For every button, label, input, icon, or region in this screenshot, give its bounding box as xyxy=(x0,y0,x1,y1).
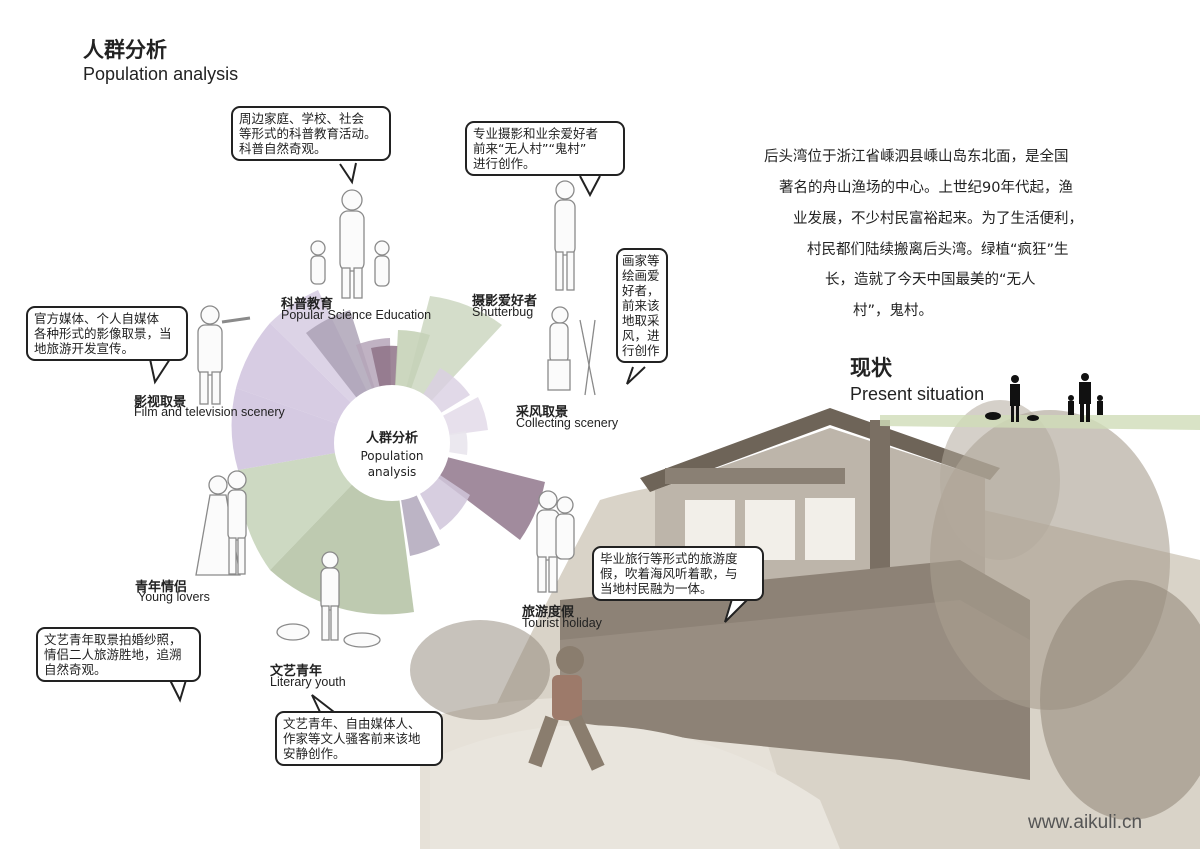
bubble-line: 风，进 xyxy=(622,328,660,343)
description-line-6: 村”，鬼村。 xyxy=(853,303,934,319)
label-science-en: Popular Science Education xyxy=(281,308,432,322)
center-title-cn: 人群分析 xyxy=(365,431,418,446)
description-line-2: 著名的舟山渔场的中心。上世纪90年代起，渔 xyxy=(779,180,1073,196)
description-line-1: 后头湾位于浙江省嵊泗县嵊山岛东北面，是全国 xyxy=(764,149,1069,165)
label-tourist-cn: 旅游度假 xyxy=(522,605,575,620)
bubble-collect: 画家等 绘画爱 好者， 前来该 地取采 风，进 行创作 xyxy=(616,248,668,363)
running-child-figure xyxy=(528,646,605,771)
rose-center-label: 人群分析 Population analysis xyxy=(340,427,444,479)
label-literary-cn: 文艺青年 xyxy=(270,664,323,679)
rose-chart xyxy=(231,290,545,615)
bubble-film: 官方媒体、个人自媒体 各种形式的影像取景，当 地旅游开发宣传。 xyxy=(26,306,188,361)
bubble-line: 等形式的科普教育活动。 xyxy=(239,126,377,141)
bubble-lovers: 文艺青年取景拍婚纱照， 情侣二人旅游胜地，追溯 自然奇观。 xyxy=(36,627,201,682)
bubble-line: 假，吹着海风听着歌，与 xyxy=(600,566,738,581)
bubble-line: 行创作 xyxy=(622,343,660,358)
label-film-en: Film and television scenery xyxy=(134,405,285,419)
description-line-3: 业发展，不少村民富裕起来。为了生活便利， xyxy=(793,211,1083,227)
bubble-line: 进行创作。 xyxy=(473,156,536,171)
label-shutter-en: Shutterbug xyxy=(472,305,534,319)
bubble-line: 绘画爱 xyxy=(622,268,660,283)
bubble-shutter: 专业摄影和业余爱好者 前来“无人村”“鬼村” 进行创作。 xyxy=(465,121,625,176)
rose-center xyxy=(334,385,450,501)
label-literary-en: Literary youth xyxy=(270,675,346,689)
bubble-line: 专业摄影和业余爱好者 xyxy=(473,126,599,141)
bubble-line: 前来“无人村”“鬼村” xyxy=(473,141,587,156)
bubble-literary: 文艺青年、自由媒体人、 作家等文人骚客前来该地 安静创作。 xyxy=(275,711,443,766)
house-roof xyxy=(640,408,1000,492)
bubble-line: 各种形式的影像取景，当 xyxy=(34,326,172,341)
bubble-line: 安静创作。 xyxy=(283,746,346,761)
label-shutter-cn: 摄影爱好者 xyxy=(472,294,538,309)
watermark-text: www.aikuli.cn xyxy=(1028,812,1143,833)
label-collect-en: Collecting scenery xyxy=(516,416,619,430)
bubble-line: 文艺青年取景拍婚纱照， xyxy=(44,632,182,647)
bubble-line: 当地村民融为一体。 xyxy=(600,581,713,596)
description-line-4: 村民都们陆续搬离后头湾。绿植“疯狂”生 xyxy=(807,242,1069,258)
label-film-cn: 影视取景 xyxy=(134,395,187,410)
landscape-image xyxy=(410,400,1200,849)
bubble-line: 情侣二人旅游胜地，追溯 xyxy=(44,647,182,662)
label-tourist-en: Tourist holiday xyxy=(522,616,602,630)
page-title-cn: 人群分析 xyxy=(83,38,167,62)
bubble-line: 文艺青年、自由媒体人、 xyxy=(283,716,421,731)
bubble-line: 毕业旅行等形式的旅游度 xyxy=(600,551,738,566)
bubble-science: 周边家庭、学校、社会 等形式的科普教育活动。 科普自然奇观。 xyxy=(231,106,391,161)
present-title-cn: 现状 xyxy=(850,356,892,380)
present-title-en: Present situation xyxy=(850,384,985,404)
center-title-en-2: analysis xyxy=(367,465,417,479)
bubble-line: 地旅游开发宣传。 xyxy=(34,341,135,356)
bubble-line: 自然奇观。 xyxy=(44,662,107,677)
label-science-cn: 科普教育 xyxy=(281,297,334,312)
bubble-line: 画家等 xyxy=(622,253,660,268)
bubble-line: 地取采 xyxy=(622,313,660,328)
grass-strip xyxy=(880,415,1200,430)
description-line-5: 长，造就了今天中国最美的“无人 xyxy=(825,272,1036,288)
people-silhouettes xyxy=(985,373,1103,422)
page-title-en: Population analysis xyxy=(83,64,239,84)
bubble-line: 周边家庭、学校、社会 xyxy=(239,111,365,126)
bubble-line: 官方媒体、个人自媒体 xyxy=(34,311,160,326)
bubble-line: 好者， xyxy=(622,283,660,298)
bubble-tails xyxy=(149,162,749,713)
label-lovers-en: Young lovers xyxy=(138,590,210,604)
bubble-line: 科普自然奇观。 xyxy=(239,141,327,156)
bubble-line: 作家等文人骚客前来该地 xyxy=(283,731,421,746)
label-collect-cn: 采风取景 xyxy=(516,405,569,420)
center-title-en-1: Population xyxy=(360,449,424,463)
bubble-line: 前来该 xyxy=(622,298,660,313)
label-lovers-cn: 青年情侣 xyxy=(135,580,188,595)
bubble-tourist: 毕业旅行等形式的旅游度 假，吹着海风听着歌，与 当地村民融为一体。 xyxy=(592,546,764,601)
figure-outlines xyxy=(195,180,596,648)
